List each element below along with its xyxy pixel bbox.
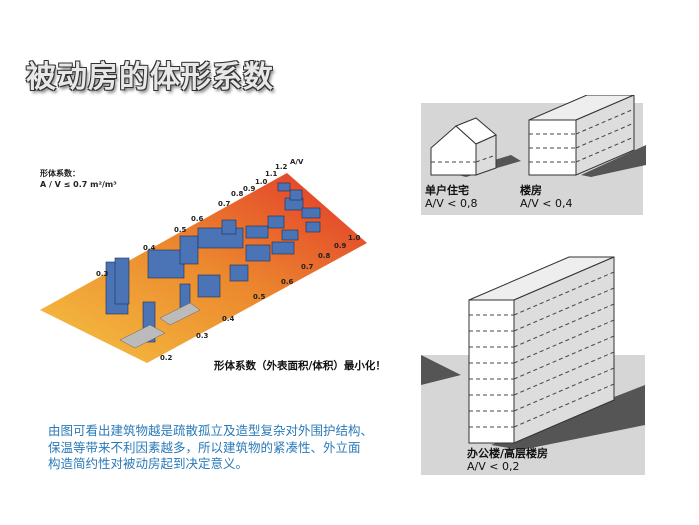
building-block	[197, 274, 221, 298]
building-name: 楼房	[520, 184, 542, 197]
building-ratio: A/V < 0,8	[425, 197, 478, 210]
bottom-scale-tick: 0.8	[318, 252, 331, 260]
building-block	[245, 225, 269, 239]
bottom-scale-tick: 0.5	[253, 293, 266, 301]
left-scale-tick: 1.2	[275, 163, 288, 171]
building-block	[301, 207, 321, 219]
bottom-scale-tick: 0.4	[222, 315, 235, 323]
left-scale-tick: 0.5	[174, 226, 187, 234]
footprint	[159, 302, 201, 326]
bottom-scale-tick: 1.0	[348, 234, 361, 242]
bottom-scale-tick: 0.2	[160, 354, 173, 362]
slide-title: 被动房的体形系数	[26, 60, 274, 95]
paragraph-line: 构造简约性对被动房起到决定意义。	[48, 456, 249, 471]
left-scale-tick: 0.3	[96, 270, 109, 278]
building-block	[289, 189, 303, 201]
bottom-scale-tick: 0.9	[334, 242, 347, 250]
bottom-scale-tick: 0.7	[301, 263, 314, 271]
left-scale-tick: 0.4	[143, 244, 156, 252]
building-block	[305, 221, 321, 233]
building-block	[147, 249, 185, 279]
diagram-caption: 形体系数（外表面积/体积）最小化！	[214, 360, 386, 372]
house-comparison-illustration	[421, 95, 646, 215]
footprint	[119, 324, 166, 349]
building-block	[245, 244, 271, 262]
explanation-paragraph: 由图可看出建筑物越是疏散孤立及造型复杂对外围护结构、 保温等带来不利因素越多，所…	[48, 423, 408, 473]
building-block	[271, 241, 295, 255]
axis-label: A/V	[290, 158, 304, 166]
gradient-plate	[40, 173, 367, 363]
building-block	[114, 257, 130, 305]
limit-heading: 形体系数：	[40, 169, 80, 178]
left-scale-tick: 0.7	[218, 200, 231, 208]
building-block	[221, 219, 237, 235]
left-scale-tick: 1.0	[255, 178, 268, 186]
left-scale-tick: 0.8	[231, 190, 244, 198]
building-block	[281, 229, 299, 241]
building-ratio: A/V < 0,2	[467, 460, 520, 473]
building-block	[229, 264, 249, 282]
left-scale-tick: 0.9	[243, 185, 256, 193]
building-name: 办公楼/高层楼房	[467, 447, 549, 460]
highrise-illustration	[421, 256, 645, 475]
building-block	[179, 235, 199, 265]
left-scale-tick: 0.6	[191, 215, 204, 223]
building-block	[267, 215, 285, 229]
paragraph-line: 保温等带来不利因素越多，所以建筑物的紧凑性、外立面	[48, 439, 361, 455]
paragraph-line: 由图可看出建筑物越是疏散孤立及造型复杂对外围护结构、	[48, 423, 374, 438]
shape-factor-limit: 形体系数： A / V ≤ 0.7 m²/m³	[40, 168, 117, 190]
shape-factor-diagram	[40, 173, 367, 363]
bottom-scale-tick: 0.6	[281, 278, 294, 286]
building-block	[277, 182, 291, 192]
left-scale-tick: 1.1	[265, 170, 278, 178]
limit-value: A / V ≤ 0.7 m²/m³	[40, 180, 117, 189]
bottom-scale-tick: 0.3	[196, 332, 209, 340]
building-ratio: A/V < 0,4	[520, 197, 573, 210]
building-name: 单户住宅	[425, 184, 469, 197]
